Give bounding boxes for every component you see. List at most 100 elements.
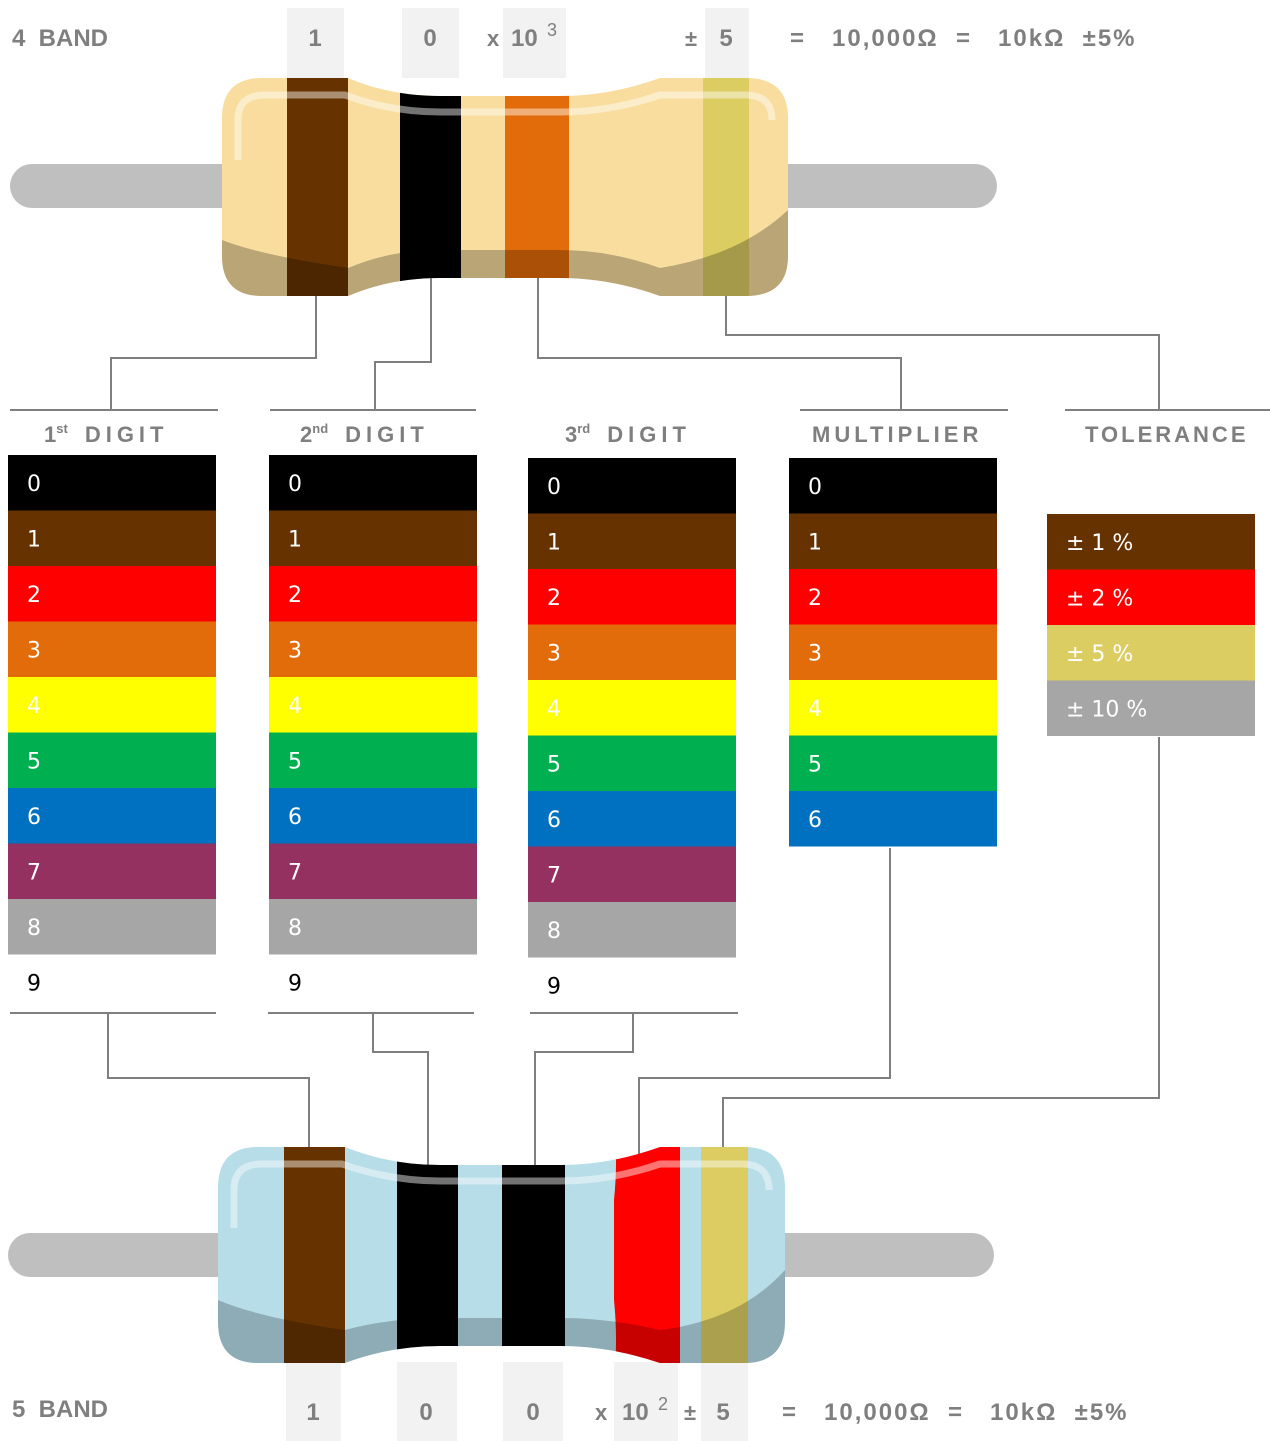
highlight-column-5-d1 <box>286 1362 341 1441</box>
multiplier-swatch-2 <box>789 569 997 625</box>
multiplier-swatch-4 <box>789 680 997 736</box>
multiplier-label-2: 2 <box>808 586 822 611</box>
four-band-band-4 <box>703 78 749 296</box>
multiplier-swatch-3 <box>789 624 997 680</box>
highlight-column-5-mult <box>614 1362 678 1441</box>
third-digit-swatch-5 <box>528 735 736 791</box>
second-digit-swatch-3 <box>269 621 477 677</box>
first-digit-label-8: 8 <box>27 916 41 941</box>
multiplier-label-0: 0 <box>808 475 822 500</box>
four-band-label: 4 BAND <box>12 25 108 52</box>
first-digit-label-0: 0 <box>27 472 41 497</box>
multiplier-label-6: 6 <box>808 808 822 833</box>
first-digit-swatch-6 <box>8 788 216 844</box>
second-digit-label-5: 5 <box>288 749 302 774</box>
five-band-mult-base: 10 <box>622 1399 649 1426</box>
first-digit-label-6: 6 <box>27 805 41 830</box>
third-digit-swatch-8 <box>528 902 736 958</box>
third-digit-label-1: 1 <box>547 530 561 555</box>
second-digit-swatch-8 <box>269 899 477 955</box>
second-digit-label-4: 4 <box>288 694 302 719</box>
five-band-band-3 <box>502 1147 565 1363</box>
second-digit-label-6: 6 <box>288 805 302 830</box>
highlight-column-5-d2 <box>397 1362 457 1441</box>
third-digit-swatch-2 <box>528 569 736 625</box>
multiplier-label-5: 5 <box>808 752 822 777</box>
connector-four-band-d1 <box>110 296 317 410</box>
five-band-tol-pm: ± <box>684 1400 696 1425</box>
third-digit-label-8: 8 <box>547 919 561 944</box>
tolerance-swatch-2 <box>1047 625 1255 681</box>
four-band-mult-base: 10 <box>511 25 538 52</box>
third-digit-label-2: 2 <box>547 586 561 611</box>
five-band-body-shadow <box>218 1270 785 1363</box>
tolerance-label-1: ± 2 % <box>1066 586 1133 611</box>
four-band-band-2 <box>400 78 461 296</box>
first-digit-label-9: 9 <box>27 971 41 996</box>
connector-five-band-mult <box>638 848 891 1155</box>
tolerance-swatch-0 <box>1047 514 1255 570</box>
multiplier-label-3: 3 <box>808 641 822 666</box>
third-digit-label-5: 5 <box>547 752 561 777</box>
four-band-mult-exponent: 3 <box>547 20 557 40</box>
five-band-mult-exponent: 2 <box>658 1394 668 1414</box>
five-band-band-4 <box>614 1147 680 1363</box>
second-digit-swatch-9 <box>269 954 477 1010</box>
five-band-band-1 <box>284 1147 345 1363</box>
connector-four-band-tol <box>725 296 1160 410</box>
third-digit-swatch-1 <box>528 513 736 569</box>
four-band-tol-value: 5 <box>719 25 732 52</box>
connector-four-band-mult <box>537 278 902 410</box>
third-digit-label-7: 7 <box>547 863 561 888</box>
tolerance-column: ± 1 %± 2 %± 5 %± 10 % <box>1047 514 1255 736</box>
third-digit-swatch-4 <box>528 680 736 736</box>
multiplier-label-4: 4 <box>808 697 822 722</box>
first-digit-label-5: 5 <box>27 749 41 774</box>
second-digit-label-3: 3 <box>288 638 302 663</box>
four-band-digit-2: 0 <box>423 25 436 52</box>
first-digit-swatch-4 <box>8 677 216 733</box>
heading-multiplier: MULTIPLIER <box>812 422 982 447</box>
first-digit-swatch-2 <box>8 566 216 622</box>
third-digit-label-4: 4 <box>547 697 561 722</box>
connector-five-band-d1 <box>107 1013 310 1147</box>
third-digit-swatch-3 <box>528 624 736 680</box>
third-digit-swatch-7 <box>528 846 736 902</box>
connector-four-band-d2 <box>374 278 432 410</box>
five-band-digit-1: 1 <box>306 1399 319 1426</box>
heading-tolerance: TOLERANCE <box>1085 422 1249 447</box>
second-digit-label-1: 1 <box>288 527 302 552</box>
second-digit-label-8: 8 <box>288 916 302 941</box>
multiplier-swatch-0 <box>789 458 997 514</box>
first-digit-label-2: 2 <box>27 583 41 608</box>
four-band-result: = 10,000Ω = 10kΩ ±5% <box>790 25 1137 52</box>
tolerance-swatch-1 <box>1047 569 1255 625</box>
first-digit-swatch-3 <box>8 621 216 677</box>
highlight-column-5-tol <box>701 1362 748 1441</box>
first-digit-label-7: 7 <box>27 860 41 885</box>
five-band-band-2 <box>397 1147 458 1363</box>
second-digit-swatch-6 <box>269 788 477 844</box>
four-band-tol-pm: ± <box>685 26 697 51</box>
second-digit-swatch-7 <box>269 843 477 899</box>
first-digit-label-3: 3 <box>27 638 41 663</box>
second-digit-label-2: 2 <box>288 583 302 608</box>
five-band-label: 5 BAND <box>12 1396 108 1423</box>
five-band-band-5 <box>701 1147 748 1363</box>
connector-five-band-tol <box>722 737 1160 1147</box>
highlight-column-5-d3 <box>503 1362 563 1441</box>
first-digit-swatch-9 <box>8 954 216 1010</box>
second-digit-label-7: 7 <box>288 860 302 885</box>
five-band-tol-value: 5 <box>716 1399 729 1426</box>
tolerance-swatch-3 <box>1047 680 1255 736</box>
second-digit-label-9: 9 <box>288 971 302 996</box>
third-digit-label-0: 0 <box>547 475 561 500</box>
